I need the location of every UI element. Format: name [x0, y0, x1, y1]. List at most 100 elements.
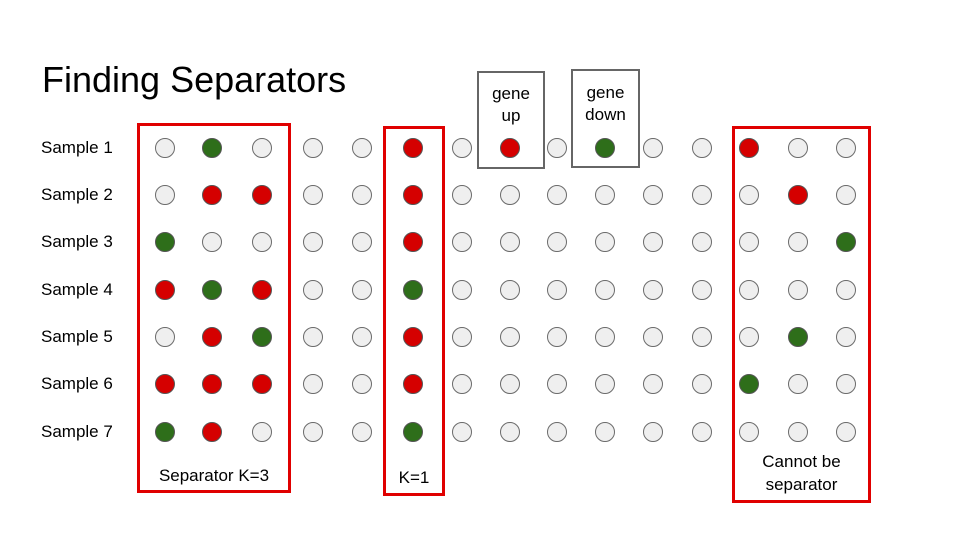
gene-neutral-dot [452, 280, 472, 300]
gene-down-dot [202, 280, 222, 300]
gene-neutral-dot [692, 422, 712, 442]
gene-neutral-dot [202, 232, 222, 252]
gene-up-dot [500, 138, 520, 158]
sample-label: Sample 7 [41, 422, 113, 441]
gene-down-dot [739, 374, 759, 394]
gene-neutral-dot [788, 138, 808, 158]
gene-neutral-dot [303, 422, 323, 442]
gene-neutral-dot [303, 327, 323, 347]
legend-gene-down-line1: gene [586, 83, 625, 102]
gene-up-dot [403, 232, 423, 252]
legend-gene-up-line1: gene [492, 84, 530, 103]
gene-neutral-dot [500, 422, 520, 442]
gene-neutral-dot [547, 138, 567, 158]
gene-down-dot [403, 280, 423, 300]
gene-neutral-dot [692, 138, 712, 158]
legend-gene-down: gene down [571, 69, 640, 168]
gene-neutral-dot [788, 280, 808, 300]
gene-neutral-dot [739, 185, 759, 205]
legend-gene-down-line2: down [585, 105, 626, 124]
gene-up-dot [252, 280, 272, 300]
gene-neutral-dot [643, 138, 663, 158]
gene-neutral-dot [352, 422, 372, 442]
gene-neutral-dot [836, 280, 856, 300]
gene-up-dot [403, 327, 423, 347]
gene-neutral-dot [643, 185, 663, 205]
gene-up-dot [403, 374, 423, 394]
gene-neutral-dot [452, 185, 472, 205]
gene-down-dot [403, 422, 423, 442]
gene-down-dot [252, 327, 272, 347]
gene-neutral-dot [595, 422, 615, 442]
gene-neutral-dot [452, 374, 472, 394]
gene-down-dot [836, 232, 856, 252]
gene-neutral-dot [500, 185, 520, 205]
separator-k3-label: Separator K=3 [158, 466, 270, 485]
gene-neutral-dot [788, 232, 808, 252]
gene-neutral-dot [692, 232, 712, 252]
gene-neutral-dot [739, 280, 759, 300]
gene-neutral-dot [547, 280, 567, 300]
gene-neutral-dot [692, 185, 712, 205]
gene-neutral-dot [643, 374, 663, 394]
gene-up-dot [252, 374, 272, 394]
gene-neutral-dot [643, 280, 663, 300]
gene-neutral-dot [836, 185, 856, 205]
sample-label: Sample 1 [41, 138, 113, 157]
gene-up-dot [403, 185, 423, 205]
gene-neutral-dot [739, 422, 759, 442]
gene-neutral-dot [452, 327, 472, 347]
gene-neutral-dot [643, 422, 663, 442]
gene-down-dot [155, 422, 175, 442]
gene-up-dot [155, 374, 175, 394]
non-separator-label-line2: separator [765, 475, 838, 494]
gene-neutral-dot [739, 232, 759, 252]
sample-label: Sample 2 [41, 185, 113, 204]
gene-neutral-dot [352, 138, 372, 158]
gene-neutral-dot [352, 185, 372, 205]
non-separator-box: Cannot be separator [732, 126, 871, 503]
gene-neutral-dot [595, 185, 615, 205]
gene-up-dot [155, 280, 175, 300]
gene-neutral-dot [500, 280, 520, 300]
gene-neutral-dot [352, 232, 372, 252]
gene-neutral-dot [352, 327, 372, 347]
gene-neutral-dot [452, 138, 472, 158]
gene-neutral-dot [547, 422, 567, 442]
gene-up-dot [252, 185, 272, 205]
gene-down-dot [155, 232, 175, 252]
gene-neutral-dot [500, 374, 520, 394]
gene-neutral-dot [252, 422, 272, 442]
gene-neutral-dot [303, 232, 323, 252]
separator-k1-label: K=1 [398, 468, 430, 487]
gene-neutral-dot [155, 138, 175, 158]
legend-gene-up: gene up [477, 71, 545, 169]
gene-up-dot [403, 138, 423, 158]
gene-up-dot [202, 422, 222, 442]
gene-up-dot [739, 138, 759, 158]
gene-up-dot [202, 185, 222, 205]
gene-neutral-dot [739, 327, 759, 347]
gene-neutral-dot [595, 232, 615, 252]
gene-down-dot [595, 138, 615, 158]
gene-neutral-dot [303, 280, 323, 300]
gene-neutral-dot [155, 185, 175, 205]
sample-label: Sample 5 [41, 327, 113, 346]
sample-label: Sample 6 [41, 374, 113, 393]
gene-neutral-dot [547, 327, 567, 347]
gene-down-dot [202, 138, 222, 158]
gene-neutral-dot [303, 374, 323, 394]
gene-up-dot [202, 374, 222, 394]
gene-neutral-dot [303, 185, 323, 205]
gene-neutral-dot [352, 280, 372, 300]
non-separator-label-line1: Cannot be [762, 452, 841, 471]
gene-neutral-dot [155, 327, 175, 347]
gene-neutral-dot [692, 327, 712, 347]
gene-neutral-dot [788, 422, 808, 442]
gene-neutral-dot [692, 374, 712, 394]
gene-neutral-dot [303, 138, 323, 158]
sample-label: Sample 4 [41, 280, 113, 299]
gene-neutral-dot [836, 138, 856, 158]
gene-up-dot [788, 185, 808, 205]
separator-k3-box: Separator K=3 [137, 123, 291, 493]
